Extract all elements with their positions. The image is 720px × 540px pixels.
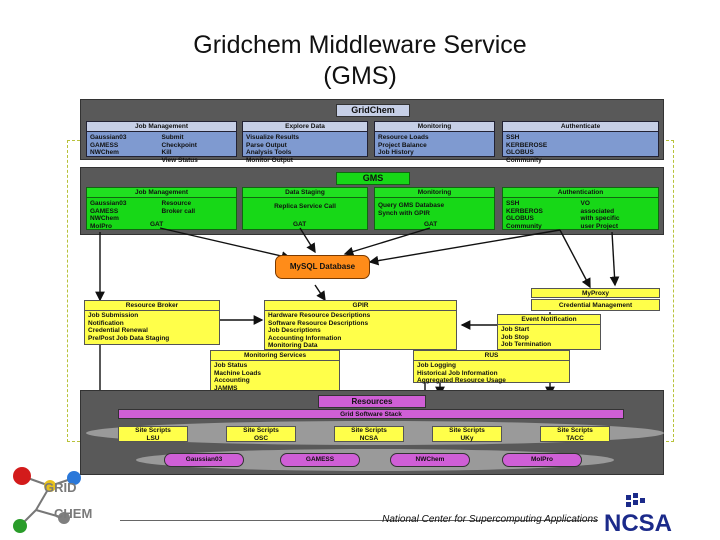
resources-header: Resources xyxy=(318,395,426,408)
app-molpro: MolPro xyxy=(502,453,582,467)
resource-broker-box: Resource Broker Job Submission Notificat… xyxy=(84,300,220,345)
box-body: Job Start Job Stop Job Termination xyxy=(501,326,552,348)
ncsa-wordmark: NCSA xyxy=(604,510,672,535)
box-title: Job Management xyxy=(87,188,236,198)
slide-title: Gridchem Middleware Service (GMS) xyxy=(0,30,720,92)
title-line-1: Gridchem Middleware Service xyxy=(193,31,527,59)
ncsa-logo: NCSA xyxy=(604,493,672,535)
myproxy-box: MyProxy xyxy=(531,288,660,298)
credential-management-box: Credential Management xyxy=(531,299,660,311)
box-title: Job Management xyxy=(87,122,236,132)
gridchem-monitoring-box: Monitoring Resource Loads Project Balanc… xyxy=(374,121,495,157)
app-nwchem: NWChem xyxy=(390,453,470,467)
site-line-2: TACC xyxy=(566,434,584,442)
box-title: Monitoring Services xyxy=(211,351,339,361)
app-gamess: GAMESS xyxy=(280,453,360,467)
site-line-1: Site Scripts xyxy=(557,427,593,434)
box-col: Resource Broker call xyxy=(161,200,196,215)
box-title: Monitoring xyxy=(375,188,494,198)
gms-data-staging-box: Data Staging Replica Service Call xyxy=(242,187,368,230)
site-line-2: OSC xyxy=(253,434,269,442)
gms-monitoring-box: Monitoring Query GMS Database Synch with… xyxy=(374,187,495,230)
box-body: Job Logging Historical Job Information A… xyxy=(417,362,506,384)
footer-text: National Center for Supercomputing Appli… xyxy=(382,514,598,525)
rus-box: RUS Job Logging Historical Job Informati… xyxy=(413,350,570,384)
gridchem-header: GridChem xyxy=(336,104,410,117)
box-title: Data Staging xyxy=(243,188,367,198)
box-col: Resource Loads Project Balance Job Histo… xyxy=(378,134,429,156)
site-line-2: LSU xyxy=(146,434,160,442)
footer-rule xyxy=(120,520,598,521)
box-title: RUS xyxy=(414,351,569,361)
gpir-box: GPIR Hardware Resource Descriptions Soft… xyxy=(264,300,457,350)
site-line-1: Site Scripts xyxy=(449,427,485,434)
box-title: GPIR xyxy=(265,301,456,311)
box-title: Authentication xyxy=(503,188,658,198)
box-col: Query GMS Database Synch with GPIR xyxy=(378,202,445,217)
box-title: Authenticate xyxy=(503,122,658,132)
box-col: Gaussian03 GAMESS NWChem xyxy=(90,134,127,156)
monitoring-services-box: Monitoring Services Job Status Machine L… xyxy=(210,350,340,393)
apps-ellipse xyxy=(136,449,614,471)
box-col: Gaussian03 GAMESS NWChem MolPro xyxy=(90,200,127,230)
box-title: Explore Data xyxy=(243,122,367,132)
grid-software-stack-bar: Grid Software Stack xyxy=(118,409,624,419)
gms-header: GMS xyxy=(336,172,410,185)
box-col: Replica Service Call xyxy=(274,203,336,210)
box-body: Hardware Resource Descriptions Software … xyxy=(268,312,371,349)
box-col: Submit Checkpoint Kill View Status xyxy=(161,134,198,164)
mysql-database-node: MySQL Database xyxy=(275,255,370,279)
gat-label: GAT xyxy=(424,221,438,228)
box-col: Visualize Results Parse Output Analysis … xyxy=(246,134,299,164)
gms-job-management-box: Job Management Gaussian03 GAMESS NWChem … xyxy=(86,187,237,230)
title-line-2: (GMS) xyxy=(323,62,397,90)
gridchem-job-management-box: Job Management Gaussian03 GAMESS NWChem S… xyxy=(86,121,237,164)
box-title: Event Notification xyxy=(498,315,600,325)
logo-word-2: CHEM xyxy=(54,506,92,521)
box-title: Monitoring xyxy=(375,122,494,132)
gat-label: GAT xyxy=(150,221,164,228)
box-body: Job Status Machine Loads Accounting JAMM… xyxy=(214,362,261,392)
site-line-1: Site Scripts xyxy=(243,427,279,434)
box-col: SSH KERBEROSE GLOBUS Community xyxy=(506,134,548,164)
site-line-1: Site Scripts xyxy=(135,427,171,434)
box-title: Resource Broker xyxy=(85,301,219,311)
gridchem-authenticate-box: Authenticate SSH KERBEROSE GLOBUS Commun… xyxy=(502,121,659,164)
gridchem-explore-data-box: Explore Data Visualize Results Parse Out… xyxy=(242,121,368,164)
gat-label: GAT xyxy=(293,221,307,228)
event-notification-box: Event Notification Job Start Job Stop Jo… xyxy=(497,314,601,350)
logo-word-1: GRID xyxy=(44,480,77,495)
gms-authentication-box: Authentication SSH KERBEROS GLOBUS Commu… xyxy=(502,187,659,230)
site-line-2: NCSA xyxy=(359,434,379,442)
site-line-2: UKy xyxy=(460,434,474,442)
box-col: SSH KERBEROS GLOBUS Community xyxy=(506,200,543,230)
gridchem-logo: GRID CHEM xyxy=(13,467,92,533)
app-gaussian03: Gaussian03 xyxy=(164,453,244,467)
box-col: VO associated with specific user Project xyxy=(580,200,620,230)
box-body: Job Submission Notification Credential R… xyxy=(88,312,170,342)
site-line-1: Site Scripts xyxy=(351,427,387,434)
